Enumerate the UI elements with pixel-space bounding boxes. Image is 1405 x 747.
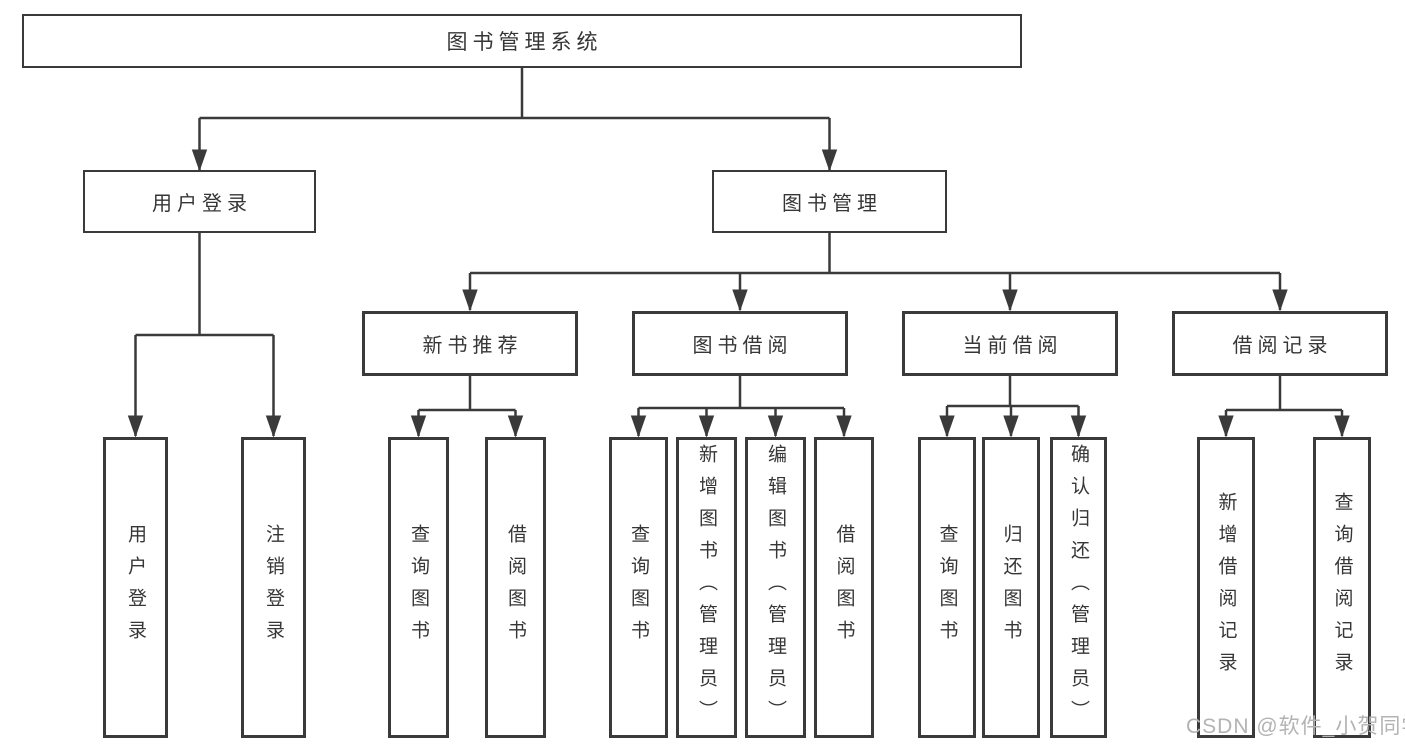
node-label: 借阅记录 — [1232, 335, 1333, 357]
node-label: 用户登录 — [125, 523, 146, 652]
node-book-management: 图书管理 — [712, 170, 947, 233]
node-label: 新增借阅记录 — [1215, 491, 1237, 684]
node-label: 借阅图书 — [833, 523, 855, 652]
node-current-borrow: 当前借阅 — [902, 311, 1118, 376]
node-label: 用户登录 — [152, 193, 252, 215]
node-label: 新书推荐 — [422, 335, 523, 357]
leaf-return-book: 归还图书 — [982, 437, 1040, 738]
node-new-book-recommend: 新书推荐 — [362, 311, 578, 376]
leaf-edit-book-admin: 编辑图书（管理员） — [745, 437, 806, 738]
leaf-add-book-admin: 新增图书（管理员） — [676, 437, 737, 738]
node-label: 注销登录 — [263, 523, 284, 652]
node-label: 图书管理系统 — [446, 31, 603, 54]
connector — [947, 376, 1079, 408]
leaf-logout: 注销登录 — [241, 437, 306, 738]
node-label: 当前借阅 — [962, 335, 1063, 357]
leaf-confirm-return-admin: 确认归还（管理员） — [1050, 437, 1107, 738]
node-borrow-records: 借阅记录 — [1172, 311, 1388, 376]
connector-group — [136, 67, 1343, 436]
connector — [638, 376, 844, 410]
node-label: 查询图书 — [628, 523, 649, 652]
node-label: 编辑图书（管理员） — [765, 443, 786, 732]
node-label: 查询图书 — [936, 523, 958, 652]
leaf-borrow-books-2: 借阅图书 — [814, 437, 874, 738]
node-label: 归还图书 — [1000, 523, 1022, 652]
node-book-borrow: 图书借阅 — [632, 311, 848, 376]
connector — [418, 376, 516, 412]
node-label: 图书管理 — [782, 193, 882, 215]
connector — [470, 233, 1280, 275]
connector — [135, 233, 274, 337]
leaf-borrow-books-1: 借阅图书 — [485, 437, 546, 738]
connector — [199, 67, 830, 120]
node-label: 确认归还（管理员） — [1068, 443, 1089, 732]
node-label: 新增图书（管理员） — [696, 443, 717, 732]
node-user-login: 用户登录 — [83, 170, 316, 233]
connector — [1226, 376, 1342, 412]
leaf-add-borrow-record: 新增借阅记录 — [1197, 437, 1255, 738]
node-label: 借阅图书 — [505, 523, 526, 652]
node-label: 图书借阅 — [692, 335, 793, 357]
leaf-query-borrow-record: 查询借阅记录 — [1313, 437, 1371, 738]
leaf-user-login: 用户登录 — [103, 437, 168, 738]
node-label: 查询借阅记录 — [1331, 491, 1353, 684]
leaf-query-books-2: 查询图书 — [609, 437, 668, 738]
node-label: 查询图书 — [408, 523, 429, 652]
leaf-query-books-1: 查询图书 — [388, 437, 449, 738]
leaf-query-books-3: 查询图书 — [918, 437, 976, 738]
node-library-system: 图书管理系统 — [22, 14, 1022, 68]
watermark: CSDN @软件_小贺同学 — [1186, 715, 1405, 738]
